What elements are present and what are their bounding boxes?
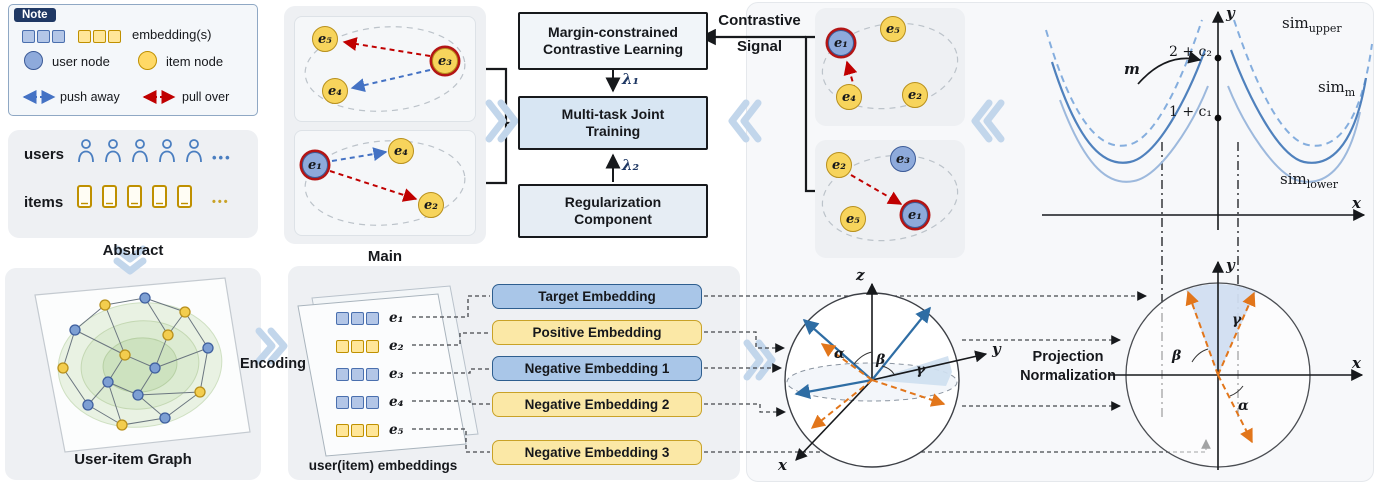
chevron-right-icon: [485, 99, 519, 143]
user-icon: [78, 139, 94, 163]
node-e5: e₅: [840, 206, 866, 232]
items-ellipsis: •••: [212, 196, 230, 208]
sphere-beta-label: β: [876, 352, 886, 368]
negative-embedding-2-box: Negative Embedding 2: [492, 392, 702, 417]
abstract-caption: Abstract: [102, 242, 164, 259]
negative-embedding-3-box: Negative Embedding 3: [492, 440, 702, 465]
contrastive-signal-label: Contrastive Signal: [718, 12, 801, 55]
joint-training-box: Multi-task Joint Training: [518, 96, 708, 150]
user-node-label: user node: [52, 54, 110, 69]
node-e3-target: e₃: [432, 48, 458, 74]
margin-contrastive-box: Margin-constrained Contrastive Learning: [518, 12, 708, 70]
pull-over-label: pull over: [182, 90, 230, 104]
users-items-panel: [8, 130, 258, 238]
item-icon: [102, 185, 117, 208]
main-caption: Main: [367, 248, 403, 265]
curves-x-axis-label: x: [1352, 194, 1361, 212]
lambda2-label: λ₂: [622, 156, 640, 174]
graph-caption: User-item Graph: [74, 451, 192, 468]
margin-m-label: m: [1124, 60, 1140, 78]
sheet-row-e2: e₂: [336, 338, 404, 354]
user-icon: [159, 139, 175, 163]
regularization-box: Regularization Component: [518, 184, 708, 238]
item-embedding-squares-icon: [78, 28, 123, 46]
plane-alpha-label: α: [1238, 398, 1249, 414]
item-node-icon: [138, 51, 157, 70]
sim-upper-label: simupper: [1282, 14, 1342, 35]
node-e4: e₄: [322, 78, 348, 104]
user-icon: [132, 139, 148, 163]
note-tag: Note: [14, 8, 56, 22]
sim-m-label: simm: [1318, 78, 1356, 99]
sheet-row-e5: e₅: [336, 422, 404, 438]
item-icon: [177, 185, 192, 208]
sheet-row-e4: e₄: [336, 394, 404, 410]
sheet-caption: user(item) embeddings: [308, 458, 458, 473]
node-e1-target: e₁: [302, 152, 328, 178]
user-icons-row: [76, 138, 204, 164]
upper-margin-point-label: 2 + c₂: [1169, 44, 1212, 60]
sphere-x-axis-label: x: [778, 456, 787, 474]
positive-embedding-box: Positive Embedding: [492, 320, 702, 345]
item-icon: [152, 185, 167, 208]
plane-y-axis-label: y: [1226, 256, 1235, 274]
items-label: items: [24, 194, 64, 211]
plane-beta-label: β: [1172, 348, 1182, 364]
lower-margin-point-label: 1 + c₁: [1169, 104, 1212, 120]
node-e2: e₂: [418, 192, 444, 218]
users-ellipsis: •••: [212, 150, 232, 165]
user-item-graph-panel: [5, 268, 261, 480]
node-e5: e₅: [312, 26, 338, 52]
user-node-icon: [24, 51, 43, 70]
negative-embedding-1-box: Negative Embedding 1: [492, 356, 702, 381]
sheet-row-e1: e₁: [336, 310, 404, 326]
plane-x-axis-label: x: [1352, 354, 1361, 372]
node-e4: e₄: [836, 84, 862, 110]
user-icon: [105, 139, 121, 163]
push-away-label: push away: [60, 90, 120, 104]
item-icon: [127, 185, 142, 208]
lambda1-label: λ₁: [622, 70, 640, 88]
user-embedding-squares-icon: [22, 28, 67, 46]
main-box-b: [294, 130, 476, 236]
embedding-legend-label: embedding(s): [132, 27, 212, 42]
node-e2: e₂: [826, 152, 852, 178]
sphere-y-axis-label: y: [992, 340, 1001, 358]
sphere-alpha-label: α: [834, 346, 845, 362]
encoding-caption: Encoding: [239, 356, 307, 372]
user-icon: [186, 139, 202, 163]
sim-lower-label: simlower: [1280, 170, 1339, 191]
item-icon: [77, 185, 92, 208]
item-node-label: item node: [166, 54, 224, 69]
node-e4: e₄: [388, 138, 414, 164]
curves-y-axis-label: y: [1226, 4, 1235, 22]
target-embedding-box: Target Embedding: [492, 284, 702, 309]
node-e3: e₃: [890, 146, 916, 172]
node-e1-target: e₁: [902, 202, 928, 228]
sphere-z-axis-label: z: [856, 266, 865, 284]
main-to-flow-bracket: [486, 67, 517, 185]
plane-gamma-label: γ: [1232, 312, 1242, 328]
sphere-gamma-label: γ: [916, 362, 926, 378]
projection-normalization-label: Projection Normalization: [1020, 349, 1116, 384]
node-e1-target: e₁: [828, 30, 854, 56]
node-e5: e₅: [880, 16, 906, 42]
sheet-row-e3: e₃: [336, 366, 404, 382]
node-e2: e₂: [902, 82, 928, 108]
users-label: users: [24, 146, 65, 163]
item-icons-row: [76, 184, 194, 210]
